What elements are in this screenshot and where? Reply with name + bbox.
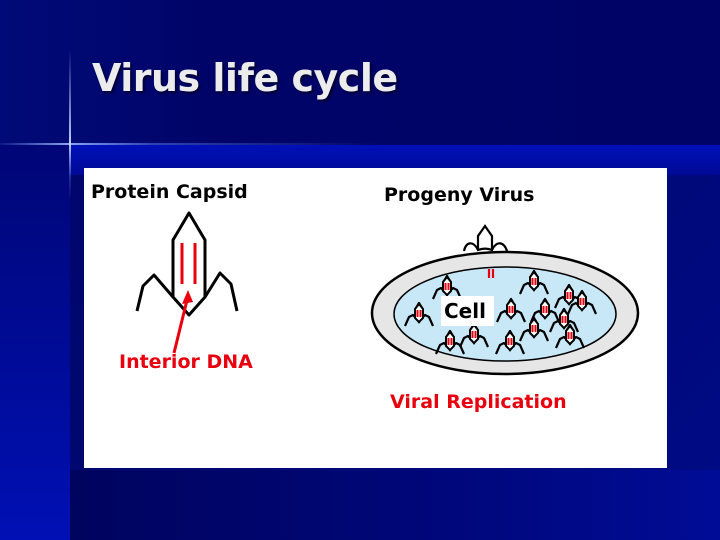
slide-title: Virus life cycle <box>92 56 398 100</box>
viral-replication-label: Viral Replication <box>390 391 567 413</box>
dna-pointer-arrow <box>172 290 193 354</box>
interior-dna-icon <box>180 243 197 284</box>
progeny-virus-icon <box>462 224 509 252</box>
cell-label-background <box>441 296 494 326</box>
background-top-band <box>0 0 720 145</box>
cell-label: Cell <box>444 299 486 323</box>
cell-icon <box>370 250 640 376</box>
decorative-vertical-line <box>69 50 71 200</box>
virus-diagram <box>135 211 640 376</box>
progeny-virus-label: Progeny Virus <box>384 184 535 206</box>
background-left-strip <box>0 145 70 540</box>
free-dna-icon <box>487 269 495 278</box>
background-bottom-band <box>70 470 720 540</box>
interior-dna-label: Interior DNA <box>119 351 253 373</box>
diagram-panel: Protein Capsid Interior DNA Progeny Viru… <box>84 168 667 468</box>
protein-capsid-label: Protein Capsid <box>91 181 248 203</box>
protein-capsid-icon <box>135 211 239 317</box>
decorative-horizontal-line <box>0 143 380 145</box>
